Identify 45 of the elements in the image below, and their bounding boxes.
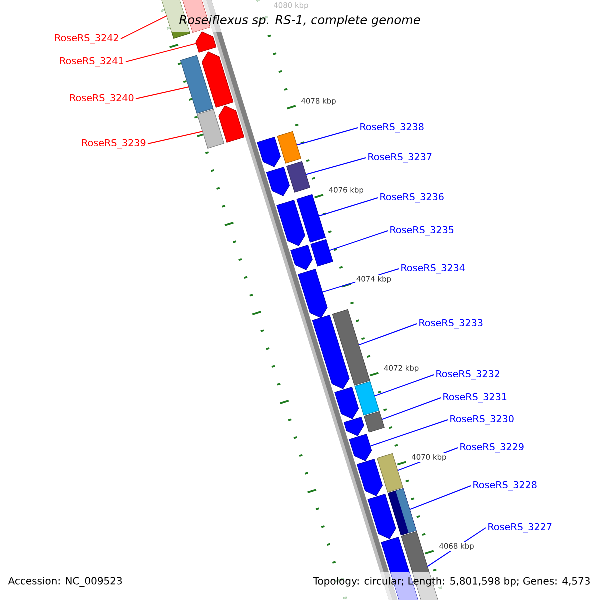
leader-line — [306, 158, 366, 176]
gene-block — [354, 381, 380, 416]
gene-label: RoseRS_3238 — [360, 123, 424, 133]
gene-block — [180, 55, 214, 114]
leader-line — [136, 86, 190, 100]
gene-label: RoseRS_3228 — [474, 481, 537, 491]
gene-pentagon — [349, 434, 372, 462]
leader-line — [370, 420, 448, 447]
gene-block — [197, 109, 225, 149]
gene-label: RoseRS_3232 — [436, 370, 500, 380]
title: Roseiflexus sp. RS-1, complete genome — [180, 15, 420, 27]
gene-pentagon — [312, 315, 350, 390]
gene-label: RoseRS_3230 — [450, 415, 514, 425]
gene-block — [388, 488, 417, 536]
leader-line — [296, 128, 358, 146]
gene-label: RoseRS_3229 — [460, 443, 524, 453]
footer-text: Topology: circular; Length: 5,801,598 bp; Genes: 4,573 — [313, 577, 590, 587]
gene-pentagon — [257, 137, 281, 168]
leader-line — [120, 16, 168, 40]
leader-line — [358, 324, 418, 346]
leader-line — [382, 398, 442, 420]
leader-line — [148, 131, 204, 144]
gene-pentagon — [368, 494, 396, 540]
gene-label: RoseRS_3227 — [488, 523, 552, 533]
gene-label: RoseRS_3239 — [82, 139, 146, 149]
gene-label: RoseRS_3231 — [444, 393, 507, 403]
gene-block — [310, 239, 334, 267]
leader-line — [374, 374, 434, 397]
leader-line — [126, 43, 197, 62]
gene-label: RoseRS_3240 — [70, 94, 134, 104]
gene-label: RoseRS_3236 — [380, 193, 444, 203]
gene-label: RoseRS_3233 — [420, 319, 483, 329]
gene-label: RoseRS_3235 — [390, 226, 454, 236]
leader-line — [410, 486, 472, 510]
leader-line — [318, 198, 378, 217]
gene-label: RoseRS_3242 — [56, 34, 118, 44]
leader-line — [329, 230, 388, 252]
gene-block — [364, 411, 385, 433]
gene-block — [332, 309, 370, 386]
gene-label: RoseRS_3237 — [368, 153, 432, 163]
gene-pentagon — [290, 245, 313, 270]
gene-label: RoseRS_3241 — [60, 57, 124, 67]
gene-label: RoseRS_3234 — [402, 264, 465, 274]
gene-pentagon — [266, 167, 290, 196]
footer-text: Accession: NC_009523 — [8, 577, 122, 587]
